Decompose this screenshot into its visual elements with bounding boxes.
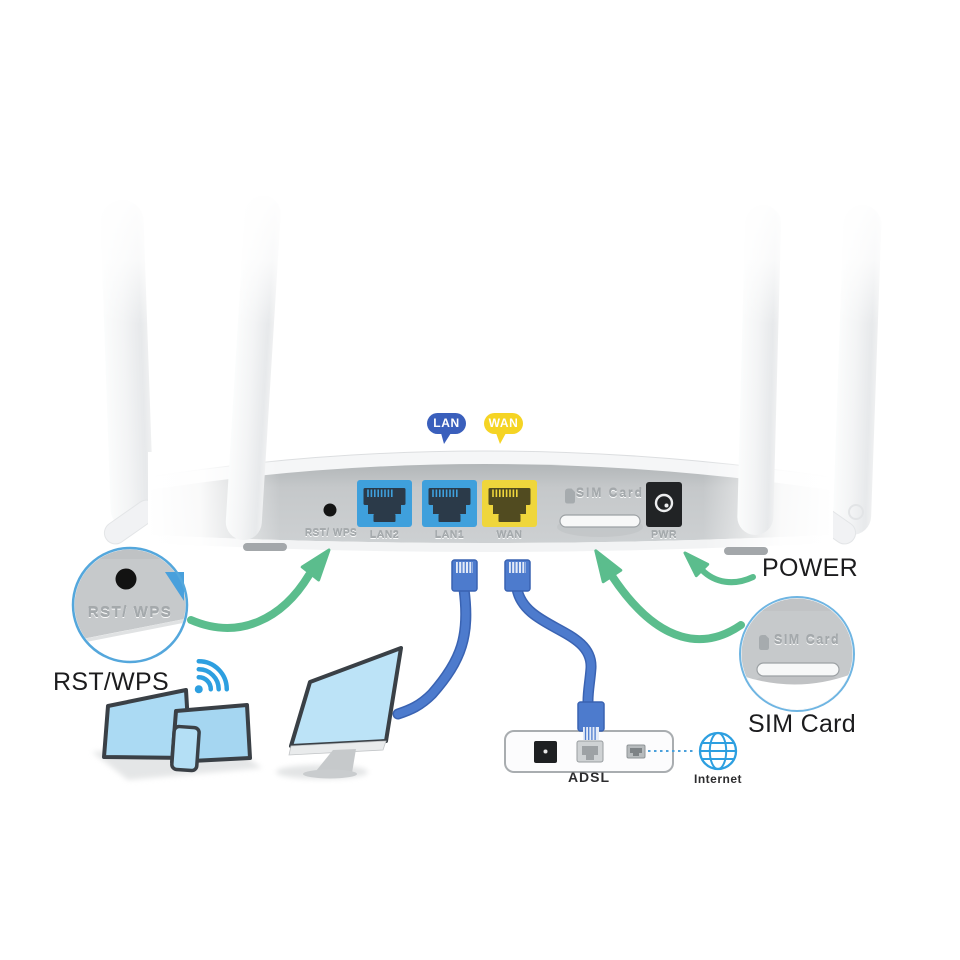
- arrow-to-power-port: [683, 551, 756, 586]
- rst-wps-button-magnified: [115, 568, 137, 590]
- monitor-base: [303, 769, 357, 779]
- sim-slot: [557, 514, 643, 537]
- lan-badge-tail: [441, 433, 451, 444]
- monitor: [288, 646, 403, 779]
- sim-card-icon: [565, 488, 575, 504]
- phone-device: [170, 724, 201, 773]
- router-bottom-band: [150, 535, 830, 552]
- internet-label: Internet: [693, 772, 742, 786]
- modem-dsl-port: [626, 744, 646, 759]
- router-foot-left: [243, 543, 287, 551]
- power-port: [646, 482, 682, 527]
- arrow-to-sim-slot: [594, 549, 745, 644]
- lan-cable: [392, 559, 478, 720]
- modem-power-jack: [534, 741, 557, 763]
- rst-magnifier-circle: [71, 546, 189, 664]
- lan1-panel-label: LAN1: [434, 529, 465, 541]
- rst-wps-button: [323, 503, 337, 517]
- adsl-label: ADSL: [567, 769, 611, 785]
- sim-magnifier-circle: [739, 596, 855, 712]
- wan-badge: WAN: [484, 413, 523, 434]
- monitor-stand: [316, 749, 356, 773]
- modem-rj45-port: [576, 740, 604, 763]
- rst-wps-callout-label: RST/WPS: [53, 668, 169, 696]
- arrow-to-rst-button: [187, 548, 331, 632]
- sim-magnified-label: SIM Card: [774, 633, 841, 647]
- sim-slot-magnified: [756, 662, 840, 677]
- lan-badge: LAN: [427, 413, 466, 434]
- pwr-panel-label: PWR: [651, 529, 677, 541]
- lan2-port: [357, 480, 412, 527]
- wan-badge-tail: [496, 433, 506, 444]
- magnifier-fold-corner: [165, 572, 184, 601]
- wan-panel-label: WAN: [496, 529, 523, 541]
- rst-wps-panel-label: RST/ WPS: [304, 528, 358, 539]
- lan1-port: [422, 480, 477, 527]
- router-foot-right: [724, 547, 768, 555]
- sim-card-icon-magnified: [759, 635, 769, 650]
- monitor-chin: [288, 740, 387, 756]
- wan-port: [482, 480, 537, 527]
- wan-cable: [504, 559, 597, 707]
- antenna-screw-right: [848, 504, 864, 520]
- lan2-panel-label: LAN2: [369, 529, 400, 541]
- internet-globe-icon: [698, 731, 738, 771]
- sim-panel-label: SIM Card: [576, 486, 645, 500]
- lan-cable-connector: [451, 559, 478, 592]
- sim-card-callout-label: SIM Card: [748, 710, 856, 738]
- power-callout-label: POWER: [762, 554, 858, 582]
- wan-cable-connector-bottom: [577, 701, 605, 740]
- wan-cable-connector-top: [504, 559, 531, 592]
- rst-wps-magnified-label: RST/ WPS: [87, 604, 173, 621]
- wifi-icon: [194, 658, 230, 694]
